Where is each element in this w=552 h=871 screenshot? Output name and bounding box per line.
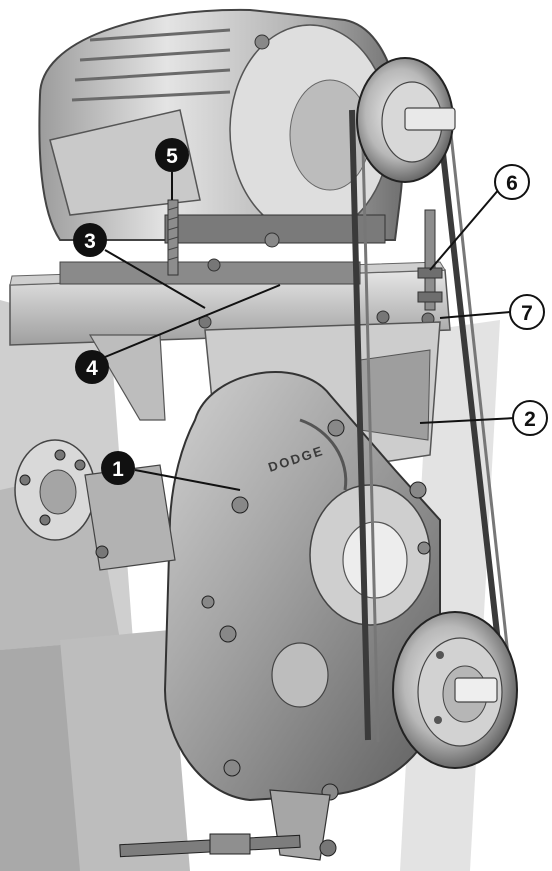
callout-1: 1 xyxy=(101,451,135,485)
v-belts xyxy=(349,97,510,743)
callout-2-label: 2 xyxy=(524,408,536,431)
callout-5: 5 xyxy=(155,138,189,172)
callout-7-label: 7 xyxy=(521,302,533,325)
callout-7: 7 xyxy=(509,294,545,330)
callout-3: 3 xyxy=(73,223,107,257)
callout-5-label: 5 xyxy=(166,145,178,168)
electric-motor xyxy=(38,8,404,272)
callout-3-label: 3 xyxy=(84,230,96,253)
callout-4: 4 xyxy=(75,350,109,384)
callout-1-label: 1 xyxy=(112,458,124,481)
callout-6: 6 xyxy=(494,164,530,200)
adjusting-bolts xyxy=(167,199,443,311)
input-shaft-coupling xyxy=(14,439,176,571)
callout-6-label: 6 xyxy=(506,172,518,195)
torque-arm-turnbuckle xyxy=(119,789,337,861)
callout-4-label: 4 xyxy=(86,357,98,380)
reducer-sheave xyxy=(392,611,518,769)
motor-sheave xyxy=(356,57,456,183)
callout-2: 2 xyxy=(512,400,548,436)
callout-leader-lines xyxy=(104,172,516,491)
